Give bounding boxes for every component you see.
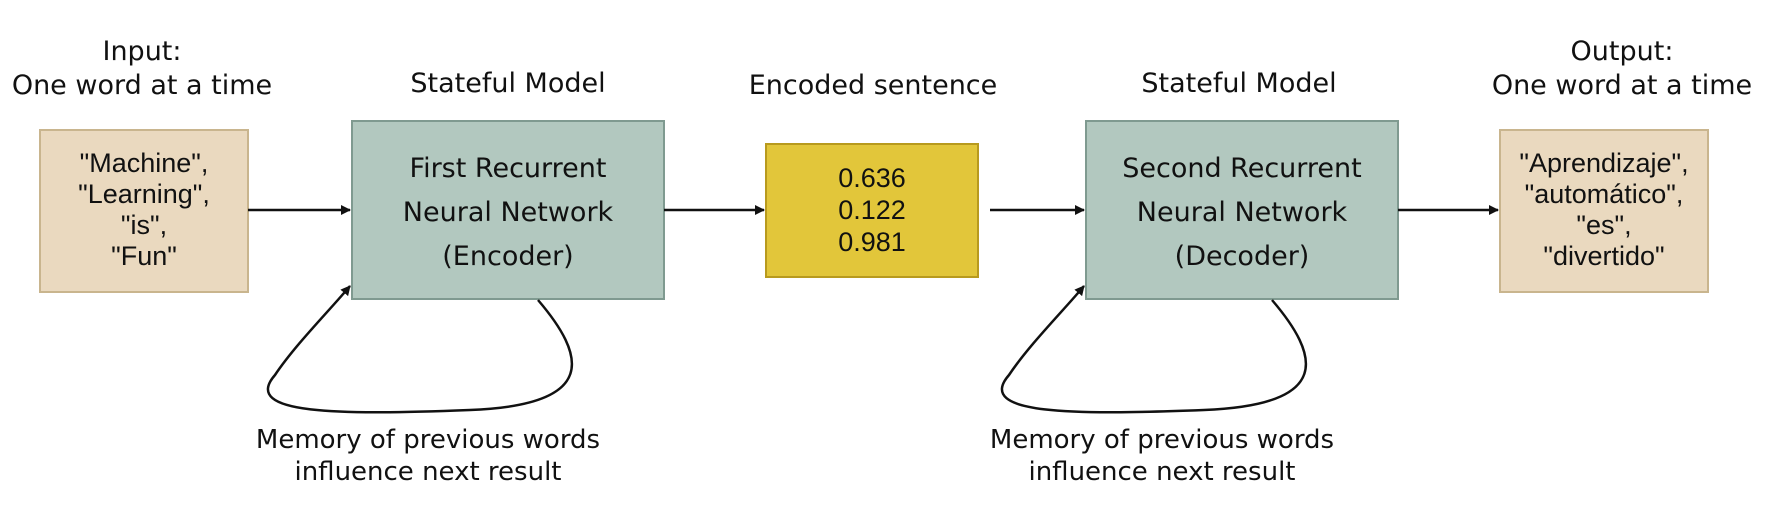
- encoder-label-line: (Encoder): [442, 241, 573, 272]
- input-word: "Fun": [111, 241, 177, 271]
- encoded-values: 0.636 0.122 0.981: [838, 163, 906, 257]
- decoder-box: [1085, 120, 1399, 300]
- encoded-value: 0.981: [838, 227, 906, 257]
- encoded-value: 0.122: [838, 195, 906, 225]
- encoded-value: 0.636: [838, 163, 906, 193]
- output-word: "es",: [1576, 210, 1631, 240]
- encoder-label: First Recurrent Neural Network (Encoder): [403, 153, 614, 272]
- decoder-label-line: (Decoder): [1175, 241, 1310, 272]
- decoder-memory-caption: Memory of previous words influence next …: [990, 425, 1334, 487]
- decoder-recurrent-loop: [1000, 285, 1308, 414]
- decoder-label-line: Neural Network: [1137, 197, 1348, 228]
- decoder-label-line: Second Recurrent: [1122, 153, 1362, 184]
- input-heading-line: One word at a time: [12, 70, 272, 101]
- encoded-heading: Encoded sentence: [749, 70, 998, 101]
- input-words: "Machine", "Learning", "is", "Fun": [78, 148, 210, 271]
- input-word: "is",: [121, 210, 167, 240]
- encoder-label-line: First Recurrent: [410, 153, 607, 184]
- memory-caption-line: Memory of previous words: [990, 425, 1334, 455]
- output-box: [1499, 129, 1709, 293]
- memory-caption-line: influence next result: [1028, 457, 1295, 487]
- output-words: "Aprendizaje", "automático", "es", "dive…: [1519, 148, 1688, 271]
- encoded-sentence-box: [765, 143, 979, 278]
- output-word: "divertido": [1543, 241, 1664, 271]
- encoder-heading: Stateful Model: [410, 68, 605, 99]
- input-heading: Input: One word at a time: [12, 36, 272, 101]
- output-word: "automático",: [1525, 179, 1684, 209]
- input-heading-line: Input:: [102, 36, 181, 67]
- encoder-box: [351, 120, 665, 300]
- decoder-label: Second Recurrent Neural Network (Decoder…: [1122, 153, 1362, 272]
- encoder-label-line: Neural Network: [403, 197, 614, 228]
- input-word: "Machine",: [80, 148, 209, 178]
- encoder-memory-caption: Memory of previous words influence next …: [256, 425, 600, 487]
- output-word: "Aprendizaje",: [1519, 148, 1688, 178]
- decoder-heading: Stateful Model: [1141, 68, 1336, 99]
- input-word: "Learning",: [78, 179, 210, 209]
- output-heading: Output: One word at a time: [1492, 36, 1752, 101]
- output-heading-line: Output:: [1571, 36, 1674, 67]
- memory-caption-line: Memory of previous words: [256, 425, 600, 455]
- output-heading-line: One word at a time: [1492, 70, 1752, 101]
- memory-caption-line: influence next result: [294, 457, 561, 487]
- encoder-recurrent-loop: [266, 285, 574, 414]
- input-box: [39, 129, 249, 293]
